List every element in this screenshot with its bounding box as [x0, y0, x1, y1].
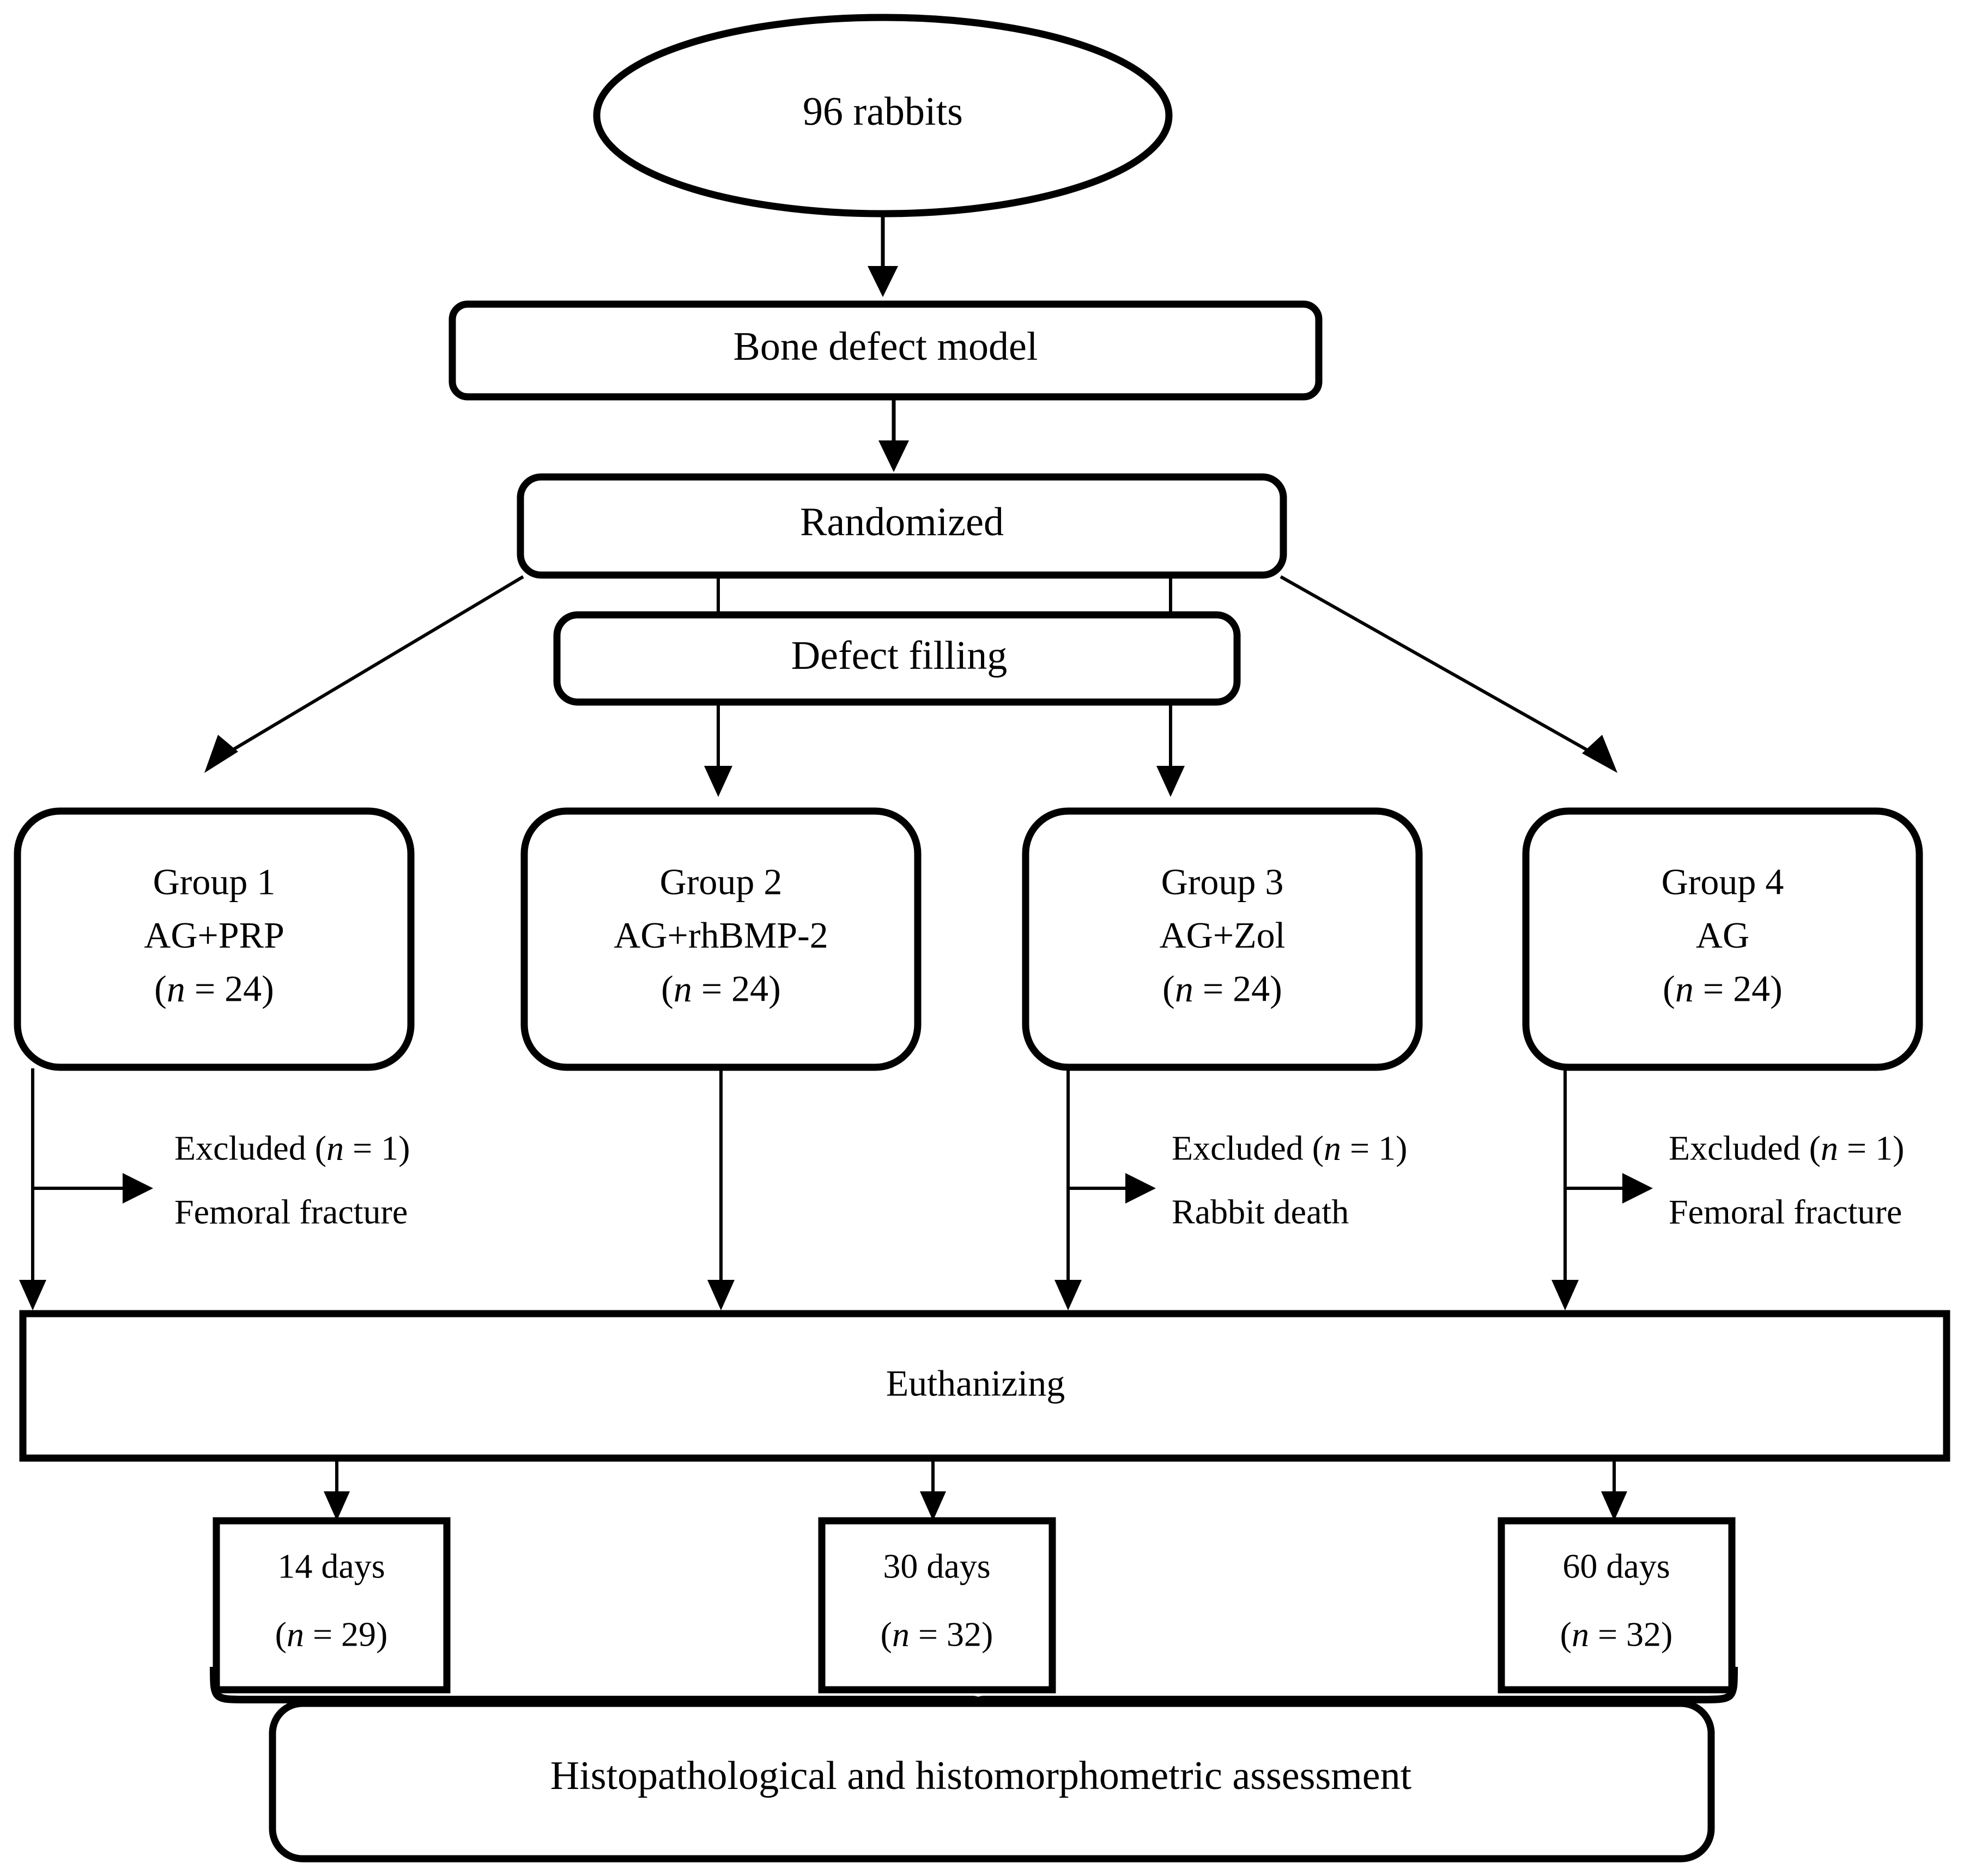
arrowhead-randomized-group4	[1582, 735, 1617, 773]
arrowhead-euthanizing-14days	[324, 1491, 350, 1521]
node-group-2-n: (n = 24)	[661, 968, 781, 1009]
arrowhead-group2-euthanizing	[707, 1280, 735, 1310]
node-timepoint-60days-shape	[1498, 1517, 1736, 1694]
italic-n: n	[1821, 1129, 1838, 1168]
node-timepoint-14days-shape	[213, 1517, 451, 1694]
node-group-1-shape	[14, 807, 415, 1071]
node-assessment-shape	[269, 1700, 1715, 1863]
arrowhead-model-randomized	[878, 440, 909, 472]
arrowhead-group1-euthanizing	[19, 1280, 46, 1310]
arrowhead-group4-exclusion	[1622, 1173, 1653, 1204]
node-group-3-n: (n = 24)	[1162, 968, 1282, 1009]
node-group-2-shape	[520, 807, 922, 1071]
exclusion-1-line1: Excluded (n = 1)	[174, 1129, 410, 1168]
node-group-3-name: Group 3	[1161, 861, 1284, 903]
node-group-4-treatment: AG	[1696, 915, 1749, 956]
node-defect-filling-shape	[553, 611, 1241, 706]
arrowhead-randomized-group1	[204, 735, 238, 773]
arrowhead-group3-euthanizing	[1054, 1280, 1082, 1310]
arrowhead-euthanizing-60days	[1601, 1491, 1627, 1521]
exclusion-2-line1: Excluded (n = 1)	[1172, 1129, 1407, 1168]
arrowhead-population-model	[868, 266, 898, 297]
node-timepoint-14days-label: 14 days	[277, 1547, 385, 1586]
connector-randomized-group4	[1280, 575, 1599, 758]
node-group-3-shape	[1022, 807, 1423, 1071]
node-timepoint-14days-n: (n = 29)	[275, 1615, 388, 1654]
arrowhead-group1-exclusion	[123, 1173, 153, 1204]
node-model-shape	[448, 300, 1323, 401]
node-population-shape	[593, 14, 1173, 217]
node-group-3-treatment: AG+Zol	[1160, 915, 1286, 956]
exclusion-3-line1: Excluded (n = 1)	[1669, 1129, 1904, 1168]
arrowhead-group3-exclusion	[1125, 1173, 1156, 1204]
italic-n: n	[1572, 1615, 1589, 1654]
arrowhead-euthanizing-30days	[920, 1491, 946, 1521]
node-model-label: Bone defect model	[734, 324, 1038, 369]
italic-n: n	[892, 1615, 910, 1654]
node-timepoint-60days-n: (n = 32)	[1560, 1615, 1673, 1654]
arrowhead-randomized-group2	[704, 766, 732, 797]
node-group-4-shape	[1522, 807, 1923, 1071]
node-timepoint-30days-n: (n = 32)	[881, 1615, 993, 1654]
node-timepoint-60days-label: 60 days	[1562, 1547, 1670, 1586]
connector-randomized-group1	[221, 575, 524, 758]
node-group-1-treatment: AG+PRP	[144, 915, 284, 956]
exclusion-1-line2: Femoral fracture	[174, 1193, 408, 1231]
node-euthanizing-shape	[19, 1310, 1950, 1462]
italic-n: n	[1175, 968, 1193, 1009]
italic-n: n	[674, 968, 692, 1009]
node-group-2-treatment: AG+rhBMP-2	[614, 915, 828, 956]
node-population-label: 96 rabbits	[803, 89, 963, 134]
node-group-4-n: (n = 24)	[1663, 968, 1783, 1009]
node-randomized-shape	[517, 473, 1287, 579]
node-group-2-name: Group 2	[660, 861, 783, 903]
node-group-4-name: Group 4	[1662, 861, 1784, 903]
italic-n: n	[326, 1129, 344, 1168]
arrowhead-group4-euthanizing	[1551, 1280, 1579, 1310]
arrowhead-randomized-group3	[1156, 766, 1185, 797]
exclusion-2-line2: Rabbit death	[1172, 1193, 1349, 1231]
italic-n: n	[287, 1615, 304, 1654]
node-timepoint-30days-label: 30 days	[883, 1547, 990, 1586]
node-group-1-name: Group 1	[153, 861, 276, 903]
node-randomized-label: Randomized	[800, 500, 1004, 545]
exclusion-3-line2: Femoral fracture	[1669, 1193, 1902, 1231]
node-assessment-label: Histopathological and histomorphometric …	[550, 1754, 1412, 1798]
italic-n: n	[167, 968, 185, 1009]
node-defect-filling-label: Defect filling	[791, 633, 1008, 678]
node-group-1-n: (n = 24)	[154, 968, 274, 1009]
node-euthanizing-label: Euthanizing	[886, 1363, 1065, 1404]
italic-n: n	[1675, 968, 1694, 1009]
node-timepoint-30days-shape	[818, 1517, 1056, 1694]
italic-n: n	[1324, 1129, 1341, 1168]
